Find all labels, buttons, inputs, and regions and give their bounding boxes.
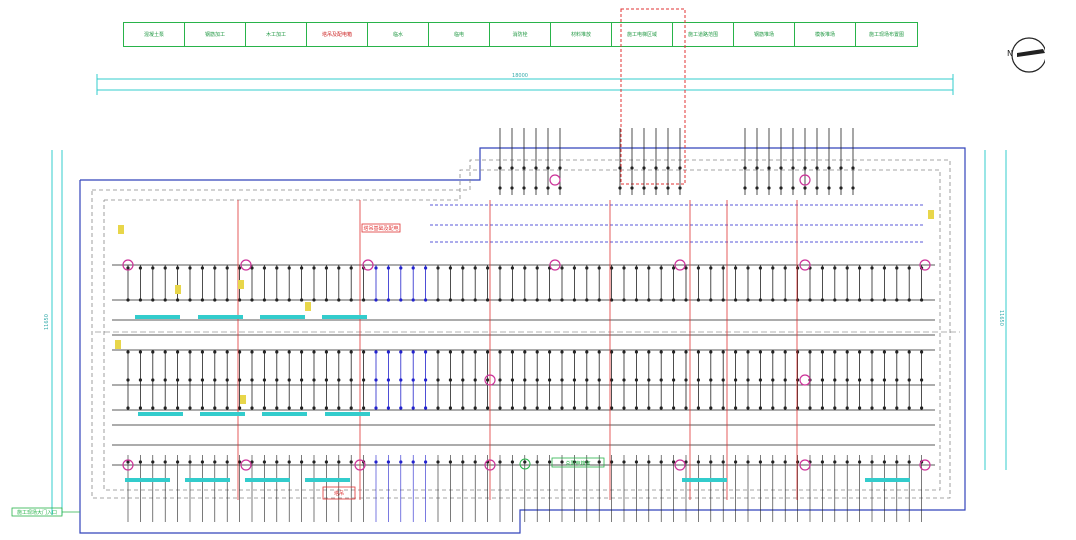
legend-item: 消防栓 — [490, 23, 551, 46]
side-dimensions — [51, 150, 1007, 515]
site-boundary — [79, 147, 966, 534]
top-dimension — [96, 74, 954, 95]
north-letter: N — [1007, 49, 1013, 58]
legend-item: 临水 — [368, 23, 429, 46]
legend-item: 施工道路范围 — [673, 23, 734, 46]
green-note: 总配电箱室 — [565, 460, 590, 467]
legend-item: 施工电梯区域 — [612, 23, 673, 46]
legend-item: 施工现场布置图 — [868, 32, 904, 38]
left-dimension-label: 11650 — [44, 314, 50, 330]
green-marker — [519, 458, 531, 470]
top-dimension-label: 18000 — [512, 73, 528, 79]
legend-item: 钢筋加工 — [185, 23, 246, 46]
legend-item: 塔吊及配电箱 — [307, 23, 368, 46]
entrance-note: 施工现场大门入口 — [17, 509, 57, 516]
red-note-lower: 塔吊 — [334, 490, 344, 497]
north-arrow-icon: N — [1007, 37, 1045, 73]
legend-item: 混凝土泵 — [124, 23, 185, 46]
legend-item: 模板堆场 — [795, 23, 856, 46]
red-note-upper: 塔吊基础及配电 — [363, 225, 398, 232]
elevator-zone-box — [620, 8, 686, 185]
right-dimension-label: 11650 — [998, 310, 1004, 326]
legend-item: 木工加工 — [246, 23, 307, 46]
legend-item: 材料堆放 — [551, 23, 612, 46]
site-road — [91, 159, 951, 499]
legend-item: 钢筋堆场 — [734, 23, 795, 46]
legend-item: 临电 — [429, 23, 490, 46]
legend-bar: 混凝土泵钢筋加工木工加工塔吊及配电箱临水临电消防栓材料堆放施工电梯区域施工道路范… — [123, 22, 918, 47]
building-grid — [95, 128, 960, 522]
